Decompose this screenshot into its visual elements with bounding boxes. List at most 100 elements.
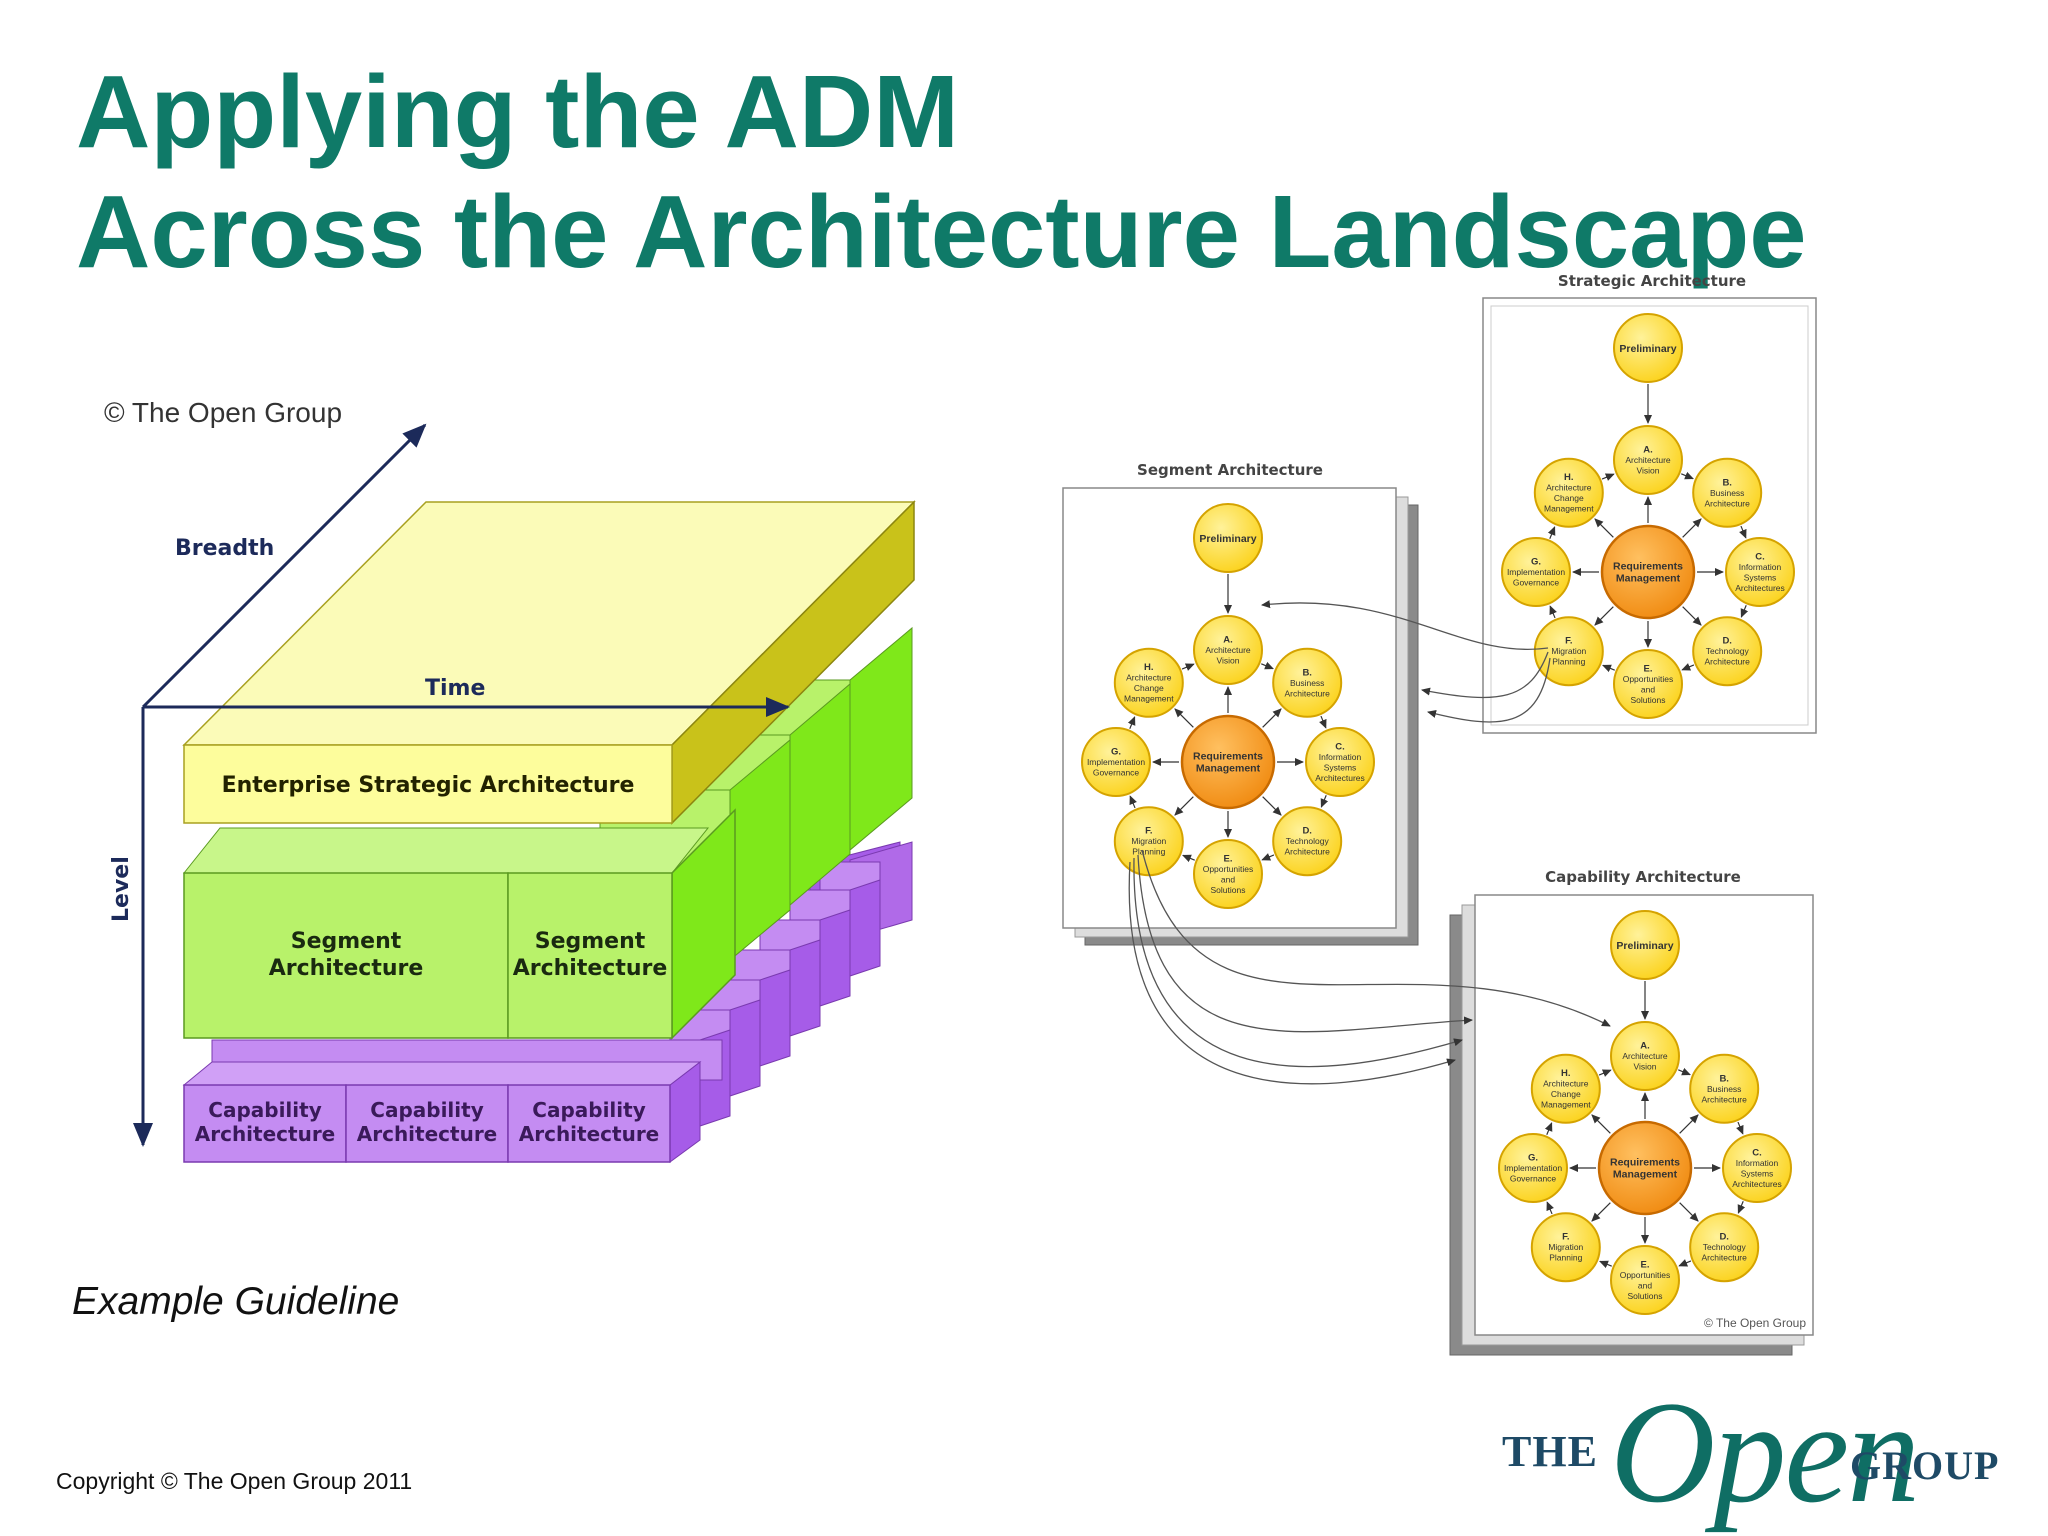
segment-phase-circle <box>1272 806 1343 877</box>
capability-phase-label: Solutions <box>1628 1291 1663 1301</box>
segment-phase-circle <box>1113 647 1184 718</box>
segment-phase-label: Information <box>1319 752 1362 762</box>
capability-spoke-arrow <box>1591 1114 1611 1134</box>
segment-phase-label: H. <box>1144 662 1154 673</box>
capability-phase-circle <box>1530 1212 1601 1283</box>
segment-page-title: Segment Architecture <box>1137 461 1323 479</box>
capability-phase-circle <box>1610 1245 1680 1315</box>
footer-copyright: Copyright © The Open Group 2011 <box>56 1468 413 1494</box>
open-group-logo: THE Open GROUP <box>1490 1371 2010 1533</box>
strategic-phase-label: Vision <box>1637 466 1660 476</box>
strategic-phase-circle <box>1692 616 1763 687</box>
segment-phase-label: Governance <box>1093 768 1140 778</box>
capability-preliminary-circle <box>1610 910 1680 980</box>
capability-phase-label: Architecture <box>1543 1079 1589 1089</box>
strategic-phase-label: Governance <box>1513 578 1560 588</box>
segment-requirements-circle <box>1180 714 1276 810</box>
capability-ring-arrow <box>1678 1259 1692 1267</box>
axis-level-label: Level <box>109 856 134 922</box>
adm-cycle-capability: PreliminaryA.ArchitectureVisionB.Busines… <box>1498 910 1792 1315</box>
capability-spoke-arrow <box>1679 1202 1699 1222</box>
landscape-axes: Breadth Time Level <box>109 423 790 1147</box>
strategic-phase-label: Implementation <box>1507 567 1565 577</box>
segment-preliminary-circle <box>1193 503 1263 573</box>
capability-block-3 <box>507 1084 671 1163</box>
strategic-phase-label: Business <box>1710 488 1745 498</box>
strategic-phase-label: Systems <box>1744 572 1777 582</box>
capability-phase-circle <box>1722 1133 1792 1203</box>
capability-phase-label: Migration <box>1548 1242 1583 1252</box>
segment-label-2a: Segment <box>535 929 646 954</box>
segment-block-1 <box>183 872 509 1039</box>
capability-phase-label: E. <box>1641 1259 1650 1270</box>
strategic-spoke-arrow <box>1594 606 1614 626</box>
segment-phase-circle <box>1081 727 1151 797</box>
segment-phase-label: C. <box>1335 741 1345 752</box>
capability-phase-label: Implementation <box>1504 1163 1562 1173</box>
capability-ring-arrow <box>1736 1121 1744 1135</box>
logo-the: THE <box>1502 1427 1598 1476</box>
segment-phase-circle <box>1272 647 1343 718</box>
capability-label-2b: Architecture <box>357 1122 498 1146</box>
strategic-phase-label: G. <box>1531 557 1541 568</box>
segment-ring-arrow <box>1182 854 1195 863</box>
strategic-requirements-circle <box>1600 524 1696 620</box>
adm-strategic-page: Strategic Architecture PreliminaryA.Arch… <box>1482 272 1817 734</box>
strategic-phase-label: Change <box>1554 493 1584 503</box>
capability-phase-label: H. <box>1561 1068 1571 1079</box>
segment-spoke-arrow <box>1174 796 1194 816</box>
capability-label-3b: Architecture <box>519 1122 660 1146</box>
capability-phase-circle <box>1498 1133 1568 1203</box>
connector-segment-to-page-3 <box>1128 861 1456 1085</box>
capability-ring-arrow <box>1599 1260 1612 1269</box>
segment-phase-label: Architecture <box>1285 847 1331 857</box>
title-line-2: Across the Architecture Landscape <box>76 174 1807 289</box>
strategic-ring-arrow <box>1739 525 1747 539</box>
capability-phase-label: Opportunities <box>1620 1270 1671 1280</box>
segment-ring-arrow <box>1181 663 1195 671</box>
segment-phase-label: Architectures <box>1315 773 1365 783</box>
capability-phase-label: Governance <box>1510 1174 1557 1184</box>
segment-phase-label: B. <box>1302 667 1312 678</box>
segment-phase-label: D. <box>1302 826 1312 837</box>
segment-ring-arrow <box>1127 716 1136 729</box>
example-guideline-caption: Example Guideline <box>72 1280 400 1323</box>
segment-phase-circle <box>1193 839 1263 909</box>
segment-phase-label: and <box>1221 874 1235 884</box>
capability-phase-label: Architectures <box>1732 1179 1782 1189</box>
segment-block-2 <box>507 872 673 1039</box>
strategic-requirements-text-0: Requirements <box>1613 561 1683 573</box>
capability-phase-label: Information <box>1736 1158 1779 1168</box>
capability-page-title: Capability Architecture <box>1545 868 1741 886</box>
strategic-phase-label: Planning <box>1552 657 1585 667</box>
segment-ring-arrow <box>1320 795 1329 808</box>
capability-preliminary-label: Preliminary <box>1616 940 1673 952</box>
strategic-front <box>183 744 673 824</box>
segment-phase-label: Change <box>1134 683 1164 693</box>
strategic-slab: Enterprise Strategic Architecture <box>182 500 916 825</box>
segment-phase-label: Architecture <box>1285 688 1331 698</box>
segment-phase-label: Opportunities <box>1203 864 1254 874</box>
strategic-ring-arrow <box>1681 471 1694 480</box>
strategic-phase-circle <box>1613 649 1683 719</box>
capability-ring-arrow <box>1546 1201 1554 1215</box>
adm-segment-page: Segment Architecture PreliminaryA.Archit… <box>1062 461 1419 946</box>
strategic-ring-arrow <box>1602 664 1615 673</box>
segment-phase-label: Systems <box>1324 762 1357 772</box>
strategic-phase-circle <box>1613 425 1683 495</box>
adm-cycle-strategic: PreliminaryA.ArchitectureVisionB.Busines… <box>1501 313 1795 719</box>
strategic-phase-label: Architecture <box>1705 498 1751 508</box>
capability-phase-circle <box>1689 1212 1760 1283</box>
strategic-phase-label: Solutions <box>1631 695 1666 705</box>
segment-phase-label: Architecture <box>1126 673 1172 683</box>
capability-label-1b: Architecture <box>195 1122 336 1146</box>
capability-phase-label: Business <box>1707 1084 1742 1094</box>
segment-phase-label: Migration <box>1131 836 1166 846</box>
logo-open: Open <box>1610 1371 1920 1533</box>
capability-phase-label: Management <box>1541 1100 1591 1110</box>
segment-spoke-arrow <box>1262 708 1282 728</box>
connector-segment-to-page-2 <box>1133 857 1463 1068</box>
connector-segment-to-capability <box>1141 849 1611 1027</box>
connector-strategic-to-page-1 <box>1421 651 1549 699</box>
